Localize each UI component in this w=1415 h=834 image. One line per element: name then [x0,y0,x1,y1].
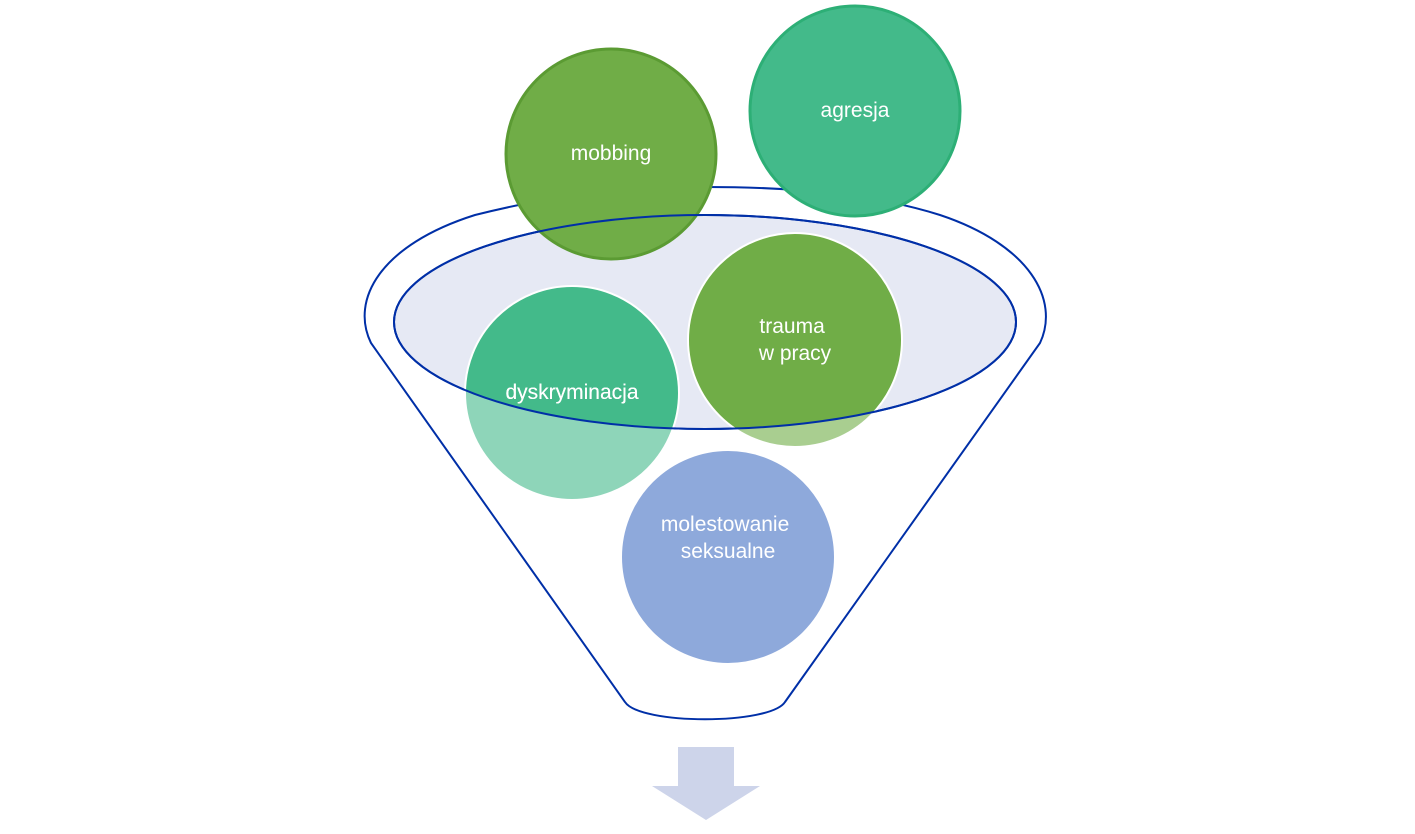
circle-molestowanie: molestowanie seksualne [620,449,836,665]
output-arrow [652,747,760,820]
label-line: dyskryminacja [505,381,638,404]
label-line: trauma [759,315,825,338]
label-line: w pracy [758,342,832,365]
circle-label: agresja [821,99,890,122]
circle-label-overlay: dyskryminacja [505,381,638,404]
circle-dyskryminacja: dyskryminacja [464,285,680,501]
label-line: dyskryminacja [505,381,638,404]
circle-label: dyskryminacja [505,381,638,404]
circle-label: molestowanie seksualne [661,513,795,563]
circle-mobbing: mobbing [504,47,718,261]
circle-agresja: agresja [748,4,962,218]
funnel-mouth-outline [393,214,1017,430]
circle-trauma: trauma w pracy [687,232,903,448]
label-line: seksualne [681,540,776,563]
label-line: molestowanie [661,513,789,536]
label-line: mobbing [571,142,652,165]
label-line: agresja [821,99,890,122]
circle-label: trauma w pracy [758,315,832,365]
circle-label: mobbing [571,142,652,165]
